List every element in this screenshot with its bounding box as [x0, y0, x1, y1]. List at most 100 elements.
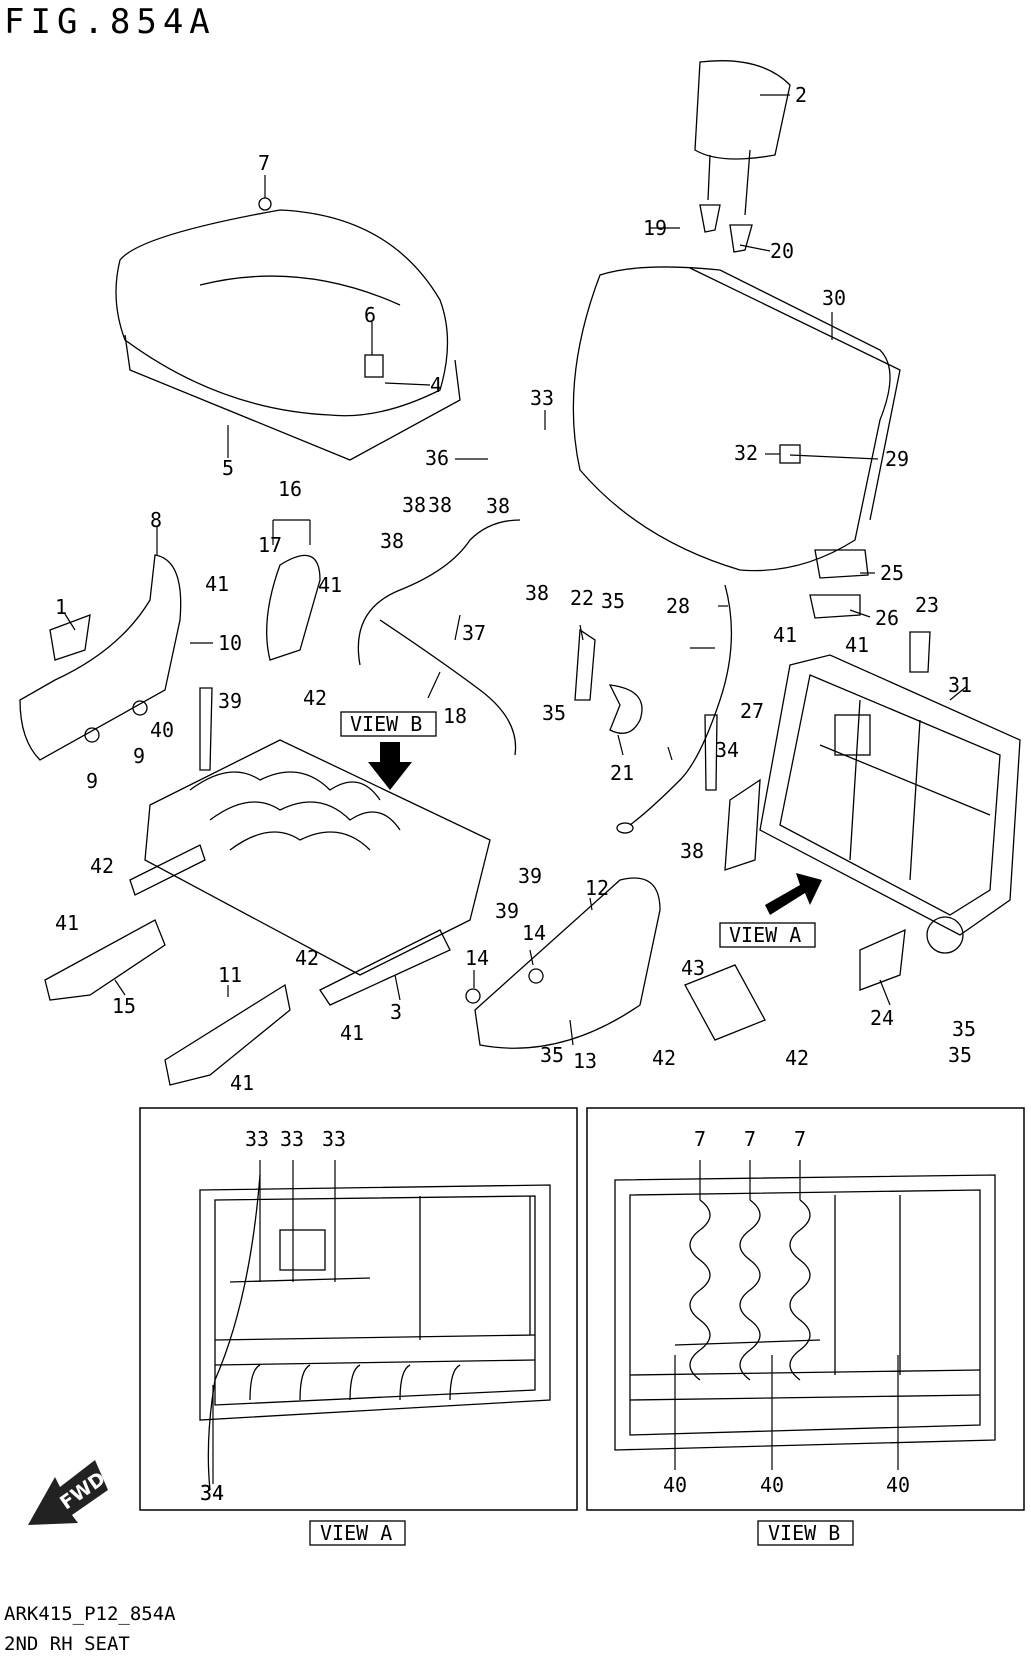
callout-number: 13	[573, 1049, 597, 1073]
view-a-arrow-icon	[765, 873, 822, 915]
callout-number: 40	[760, 1473, 784, 1497]
callout-number: 33	[280, 1127, 304, 1151]
footer-code: ARK415_P12_854A	[4, 1603, 176, 1625]
view-b-caption: VIEW B	[757, 1520, 854, 1546]
callout-number: 39	[218, 689, 242, 713]
callout-number: 7	[744, 1127, 756, 1151]
callout-number: 25	[880, 561, 904, 585]
callout-number: 16	[278, 477, 302, 501]
callout-number: 30	[822, 286, 846, 310]
callout-number: 11	[218, 963, 242, 987]
fwd-arrow-icon: FWD	[28, 1460, 110, 1525]
down-arrow-icon	[368, 742, 412, 790]
callout-number: 41	[773, 623, 797, 647]
callout-number: 3	[390, 1000, 402, 1024]
seat-frame-part	[129, 739, 491, 1006]
callout-number: 23	[915, 593, 939, 617]
callout-number: 27	[740, 699, 764, 723]
callout-number: 40	[663, 1473, 687, 1497]
callout-number: 42	[295, 946, 319, 970]
seat-cushion-part	[115, 197, 461, 461]
callout-number: 1	[55, 595, 67, 619]
callout-number: 31	[948, 673, 972, 697]
callout-number: 6	[364, 303, 376, 327]
callout-number: 18	[443, 704, 467, 728]
callout-number: 40	[886, 1473, 910, 1497]
callout-number: 9	[86, 769, 98, 793]
callout-number: 5	[222, 456, 234, 480]
callout-number: 34	[715, 738, 739, 762]
callout-number: 35	[542, 701, 566, 725]
callout-number: 7	[794, 1127, 806, 1151]
callout-number: 29	[885, 447, 909, 471]
callout-number: 35	[948, 1043, 972, 1067]
callout-number: 15	[112, 994, 136, 1018]
callout-number: 7	[694, 1127, 706, 1151]
callout-number: 41	[230, 1071, 254, 1095]
view-a-caption: VIEW A	[309, 1520, 406, 1546]
callout-number: 19	[643, 216, 667, 240]
callout-number: 43	[681, 956, 705, 980]
callout-number: 41	[318, 573, 342, 597]
callout-number: 12	[585, 876, 609, 900]
callout-number: 14	[465, 946, 489, 970]
leader-lines	[64, 94, 967, 1046]
callout-number: 41	[845, 633, 869, 657]
callout-number: 20	[770, 239, 794, 263]
callout-number: 34	[200, 1481, 224, 1505]
callout-number: 40	[150, 718, 174, 742]
callout-number: 41	[55, 911, 79, 935]
callout-number: 34	[200, 1481, 224, 1505]
callout-number: 38	[486, 494, 510, 518]
callout-number: 26	[875, 606, 899, 630]
small-parts	[199, 554, 931, 1041]
callout-number: 4	[430, 373, 442, 397]
view-a-inset-box	[139, 1107, 578, 1511]
callout-number: 36	[425, 446, 449, 470]
callout-number: 39	[495, 899, 519, 923]
callout-number: 32	[734, 441, 758, 465]
side-covers-part	[44, 877, 661, 1086]
callout-number: 42	[785, 1046, 809, 1070]
callout-number: 7	[258, 151, 270, 175]
callout-group-view-a: 33 33 33 34	[200, 1127, 346, 1505]
callout-number: 39	[518, 864, 542, 888]
svg-text:VIEW A: VIEW A	[320, 1521, 392, 1545]
callout-number: 38	[402, 493, 426, 517]
callout-number: 8	[150, 508, 162, 532]
callout-number: 35	[952, 1017, 976, 1041]
svg-text:VIEW B: VIEW B	[768, 1521, 840, 1545]
callout-number: 33	[322, 1127, 346, 1151]
headrest-part	[694, 60, 791, 253]
callout-number: 22	[570, 586, 594, 610]
svg-text:VIEW A: VIEW A	[729, 923, 801, 947]
callout-number: 14	[522, 921, 546, 945]
view-b-label-main: VIEW B	[340, 711, 437, 737]
callout-number: 9	[133, 744, 145, 768]
callout-number: 37	[462, 621, 486, 645]
callout-number: 42	[90, 854, 114, 878]
cables-part	[357, 519, 733, 834]
callout-number: 38	[380, 529, 404, 553]
callout-number: 10	[218, 631, 242, 655]
view-b-inset-box	[586, 1107, 1025, 1511]
callout-number: 24	[870, 1006, 894, 1030]
view-a-label-main: VIEW A	[719, 922, 816, 948]
callout-number: 28	[666, 594, 690, 618]
callout-number: 35	[601, 589, 625, 613]
callout-number: 42	[303, 686, 327, 710]
callout-number: 38	[428, 493, 452, 517]
callout-number: 38	[525, 581, 549, 605]
callout-number: 33	[530, 386, 554, 410]
callout-group-view-b: 7 7 7 40 40 40	[663, 1127, 910, 1497]
callout-number: 41	[205, 572, 229, 596]
view-b-inset-drawing	[614, 1160, 996, 1470]
callout-number: 33	[245, 1127, 269, 1151]
callout-number: 38	[680, 839, 704, 863]
view-a-inset-drawing	[199, 1160, 551, 1491]
footer-caption: 2ND RH SEAT	[4, 1633, 130, 1655]
back-frame-part	[724, 654, 1021, 991]
callout-number: 2	[795, 83, 807, 107]
